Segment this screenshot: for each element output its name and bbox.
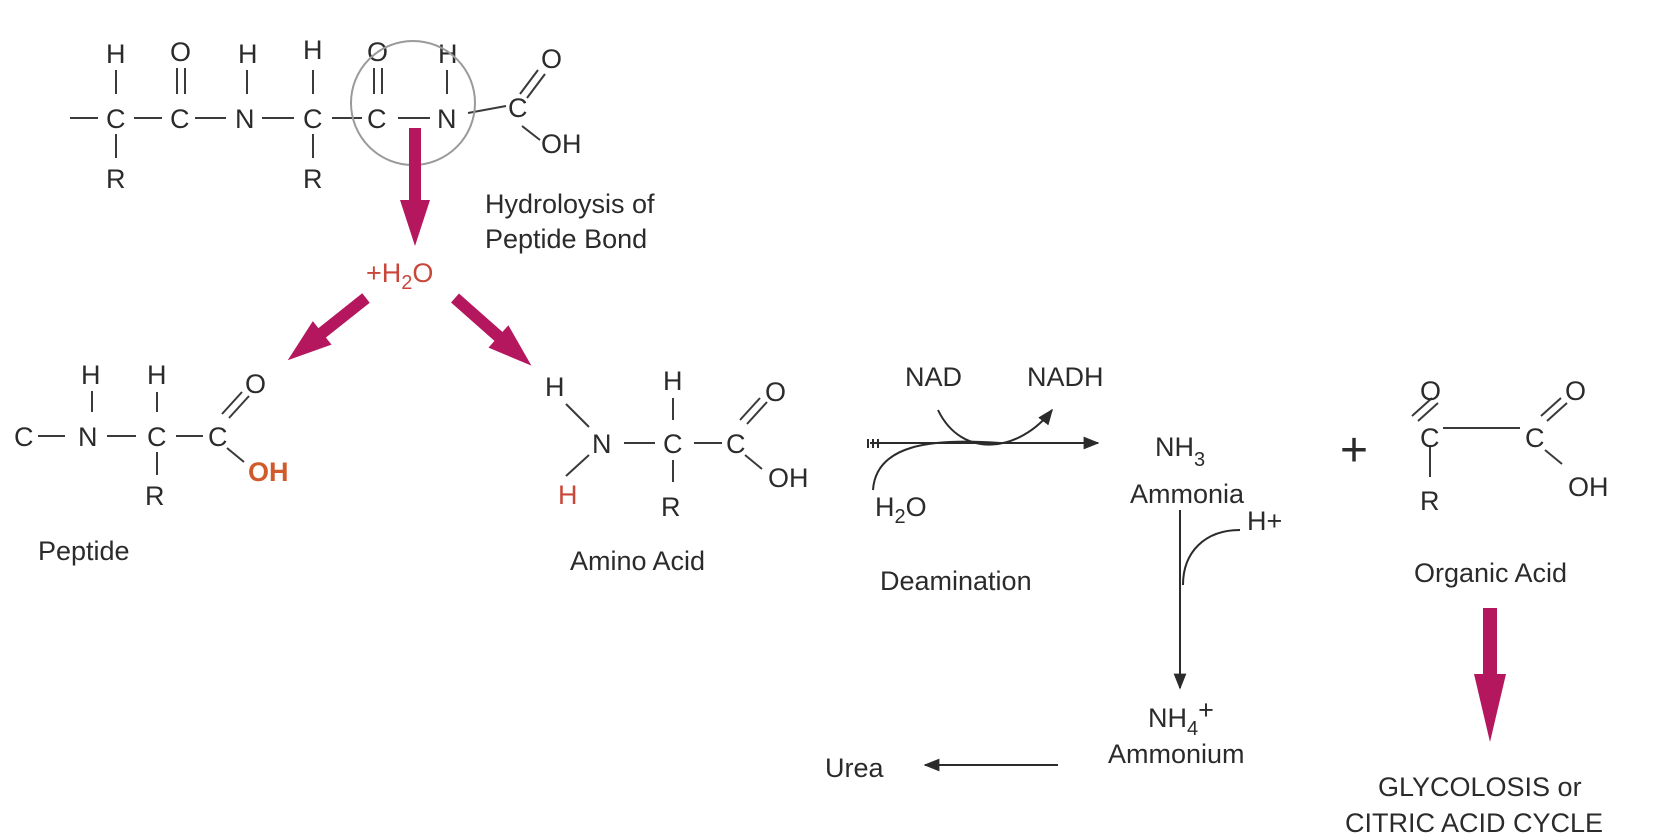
atom-c: C [208,422,228,452]
nadh-label: NADH [1027,362,1104,392]
plus-sign: + [1340,424,1368,477]
atom-c: C [303,104,323,134]
peptide-structure: C H N H C R O C OH [14,360,289,511]
atom-c: C [367,104,387,134]
atom-c: C [726,429,746,459]
atom-h: H [663,366,683,396]
hydrolysis-label-line1: Hydroloysis of [485,189,655,219]
hydrolysis-label-line2: Peptide Bond [485,224,647,254]
atom-o: O [1420,376,1441,406]
atom-o: O [541,44,562,74]
organic-acid-structure: O C R O C OH [1411,376,1609,516]
atom-r: R [106,164,126,194]
h-plus-label: H+ [1247,506,1282,536]
atom-oh: OH [768,463,809,493]
atom-h: H [147,360,167,390]
atom-oh: OH [1568,472,1609,502]
atom-h-added: H [558,480,578,510]
cycle-label-line1: GLYCOLOSIS or [1378,772,1582,802]
atom-c: C [147,422,167,452]
atom-r: R [661,492,681,522]
atom-r: R [303,164,323,194]
atom-c: C [170,104,190,134]
atom-c: C [14,422,34,452]
amino-acid-structure: H N H H C R O C OH [545,366,809,522]
nad-label: NAD [905,362,962,392]
atom-h: H [81,360,101,390]
ammonia-label: Ammonia [1130,479,1245,509]
cycle-label-line2: CITRIC ACID CYCLE [1345,808,1603,838]
atom-r: R [145,481,165,511]
atom-o: O [1565,376,1586,406]
atom-n: N [78,422,98,452]
atom-h: H [438,39,458,69]
amino-acid-label: Amino Acid [570,546,705,576]
deamination-arrows [867,408,1100,491]
peptide-chain-structure: H C R O C H N H C R O C H N O C OH [70,35,582,194]
atom-r: R [1420,486,1440,516]
atom-o: O [765,377,786,407]
atom-c: C [663,429,683,459]
atom-c: C [106,104,126,134]
to-amino-acid-arrow [451,293,532,366]
h-plus-curve [1182,529,1241,586]
to-cycle-arrow [1474,608,1506,742]
ammonia-formula: NH3 [1155,432,1205,471]
peptide-label: Peptide [38,536,130,566]
ammonium-label: Ammonium [1108,739,1245,769]
atom-c: C [508,93,528,123]
urea-label: Urea [825,753,885,783]
atom-h: H [238,39,258,69]
water-label: H2O [875,492,927,528]
atom-c: C [1525,423,1545,453]
atom-o: O [245,369,266,399]
atom-n: N [235,104,255,134]
atom-oh-added: OH [248,457,289,487]
atom-o: O [170,37,191,67]
atom-h: H [545,372,565,402]
atom-n: N [592,429,612,459]
atom-oh: OH [541,129,582,159]
ammonium-formula: NH4+ [1148,695,1214,740]
atom-n: N [437,104,457,134]
atom-h: H [106,39,126,69]
atom-h: H [303,35,323,65]
to-peptide-arrow [287,293,370,361]
added-water-label: +H2O [366,258,433,294]
atom-c: C [1420,423,1440,453]
deamination-label: Deamination [880,566,1032,596]
hydrolysis-arrow [400,128,430,246]
organic-acid-label: Organic Acid [1414,558,1567,588]
